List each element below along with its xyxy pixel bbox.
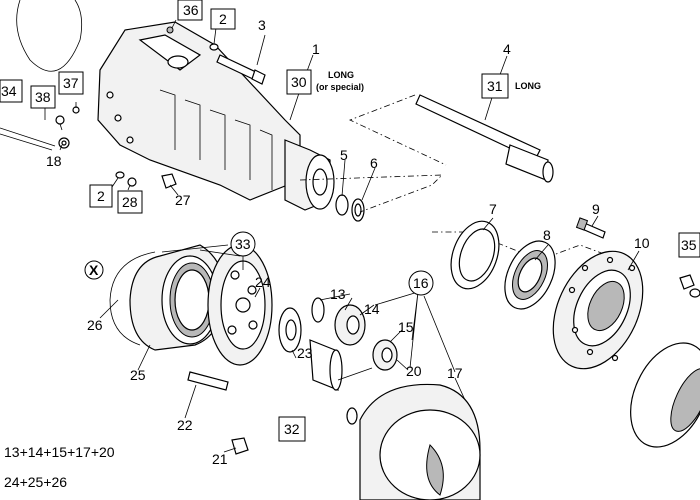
planet-hub-17 [346,383,481,500]
callout-14: 14 [364,301,380,317]
snap-ring-13 [311,297,325,323]
snap-ring-26 [109,251,156,346]
gear-15 [372,339,398,371]
symbol-x: X [89,262,99,278]
callout-21: 21 [212,451,228,467]
pin-22 [187,371,229,391]
box-callout-37: 37 [63,75,79,91]
callout-23: 23 [297,345,313,361]
washer-2b [115,171,125,179]
callout-27: 27 [175,192,191,208]
box-callout-35: 35 [681,237,697,253]
boxed-callouts: 36 2 34 38 37 30 LONG (or special) 31 LO… [0,0,700,442]
box-callout-34: 34 [1,83,17,99]
ring-gear-25 [129,244,226,351]
plug-38 [55,115,65,125]
seal-5 [335,194,349,216]
wheel-hub-10 [552,250,644,370]
plug-27 [161,173,177,189]
axle-housing-1 [97,21,335,211]
box-callout-30: 30 [291,74,307,90]
box-callout-38: 38 [35,89,51,105]
note-long-30: LONG [328,70,354,80]
callout-13: 13 [330,286,346,302]
box-callout-36: 36 [183,2,199,18]
seal-7 [450,220,500,290]
bearing-8 [504,240,556,310]
note-or-special: (or special) [316,82,364,92]
callout-24: 24 [255,274,271,290]
gasket-ring-34 [16,0,83,72]
callout-9: 9 [592,201,600,217]
callout-10: 10 [634,235,650,251]
circle-callout-16: 16 [413,275,429,291]
washer-2a [209,43,219,51]
stud-3 [216,54,266,85]
box-callout-2a: 2 [219,11,227,27]
callout-8: 8 [543,227,551,243]
thrust-washer-23 [278,307,302,353]
plug-36 [166,26,174,34]
ring-right [630,342,700,448]
nut-35 [679,274,700,298]
box-callout-31: 31 [487,78,503,94]
planet-carrier-24 [207,244,273,366]
formula-kit-1: 13+14+15+17+20 [4,444,115,460]
callout-7: 7 [489,201,497,217]
callout-5: 5 [340,147,348,163]
circled-callouts: 33 16 X [84,231,434,296]
box-callout-2b: 2 [97,188,105,204]
gear-14 [334,304,366,346]
callout-26: 26 [87,317,103,333]
sun-shaft-32 [309,339,373,391]
circle-callout-33: 33 [235,236,251,252]
bolt-9 [575,217,606,239]
callout-20: 20 [406,363,422,379]
callout-3: 3 [258,17,266,33]
box-callout-32: 32 [284,421,300,437]
callout-6: 6 [370,155,378,171]
callout-22: 22 [177,417,193,433]
callout-15: 15 [398,319,414,335]
callout-25: 25 [130,367,146,383]
nut-21 [231,437,249,455]
plug-28 [127,177,137,187]
axle-shaft-4 [415,94,554,183]
box-callout-28: 28 [122,194,138,210]
stud-left [0,127,56,151]
callout-17: 17 [447,365,463,381]
callout-4: 4 [503,41,511,57]
callout-18: 18 [46,153,62,169]
nut-18 [58,137,70,149]
callout-1: 1 [312,41,320,57]
formula-kit-2: 24+25+26 [4,474,68,490]
seal-6 [351,198,365,222]
note-long-31: LONG [515,81,541,91]
callout-labels: 1 3 4 5 6 7 8 9 10 13 14 15 17 18 20 21 … [46,17,650,467]
